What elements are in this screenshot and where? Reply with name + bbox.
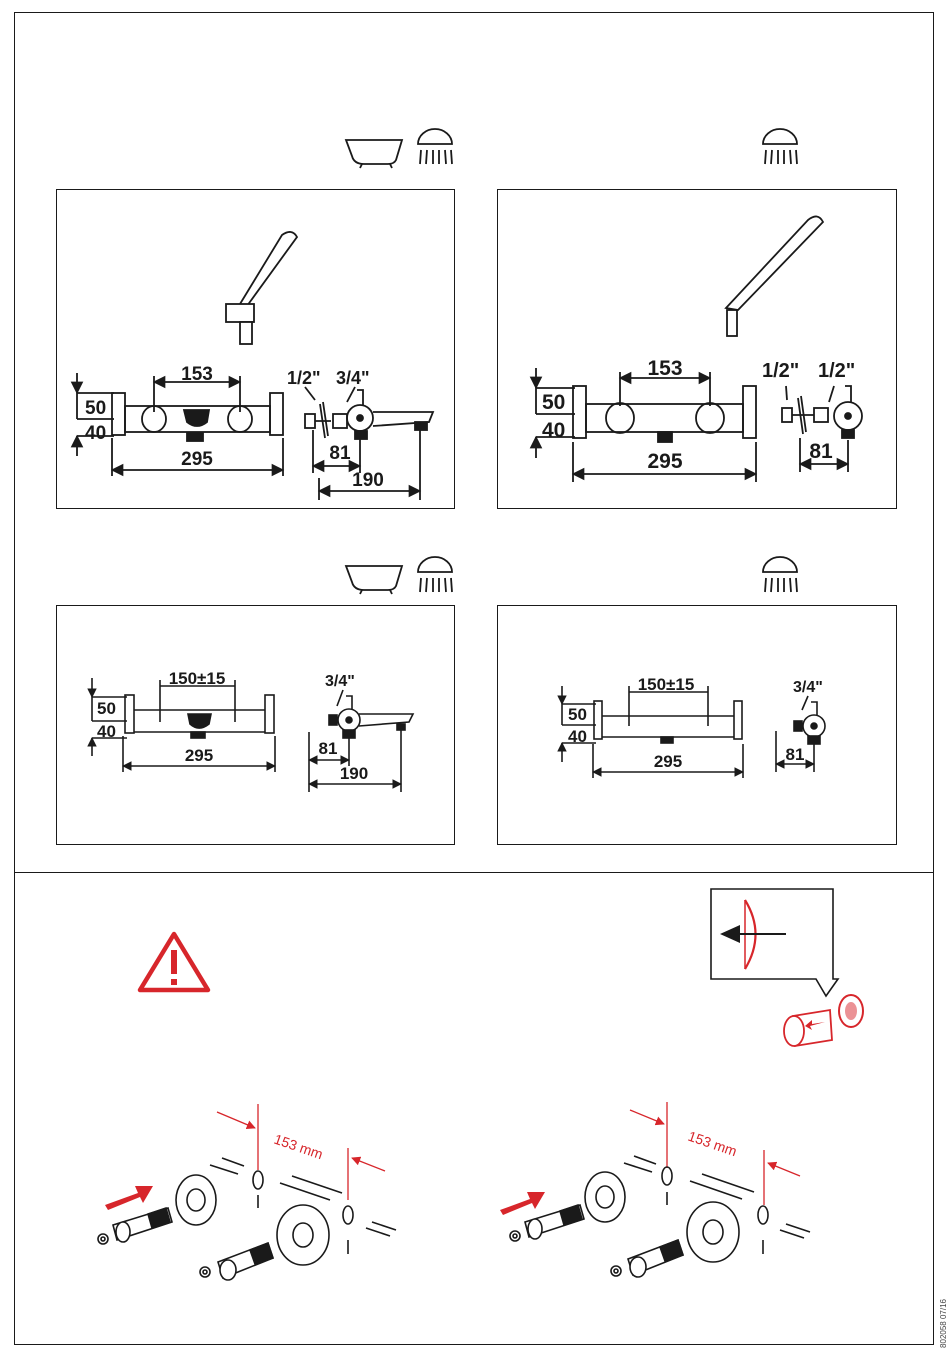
document-number: 802058 07/16: [939, 1299, 948, 1348]
distance-label: 153 mm: [686, 1128, 739, 1160]
warning-triangle-icon: [140, 934, 208, 990]
install-scene-right: [510, 1102, 810, 1277]
filter-removal-icon: [711, 889, 863, 1046]
distance-label: 153 mm: [272, 1131, 325, 1163]
insert-arrow: [105, 1186, 153, 1210]
insert-arrow: [500, 1192, 545, 1215]
